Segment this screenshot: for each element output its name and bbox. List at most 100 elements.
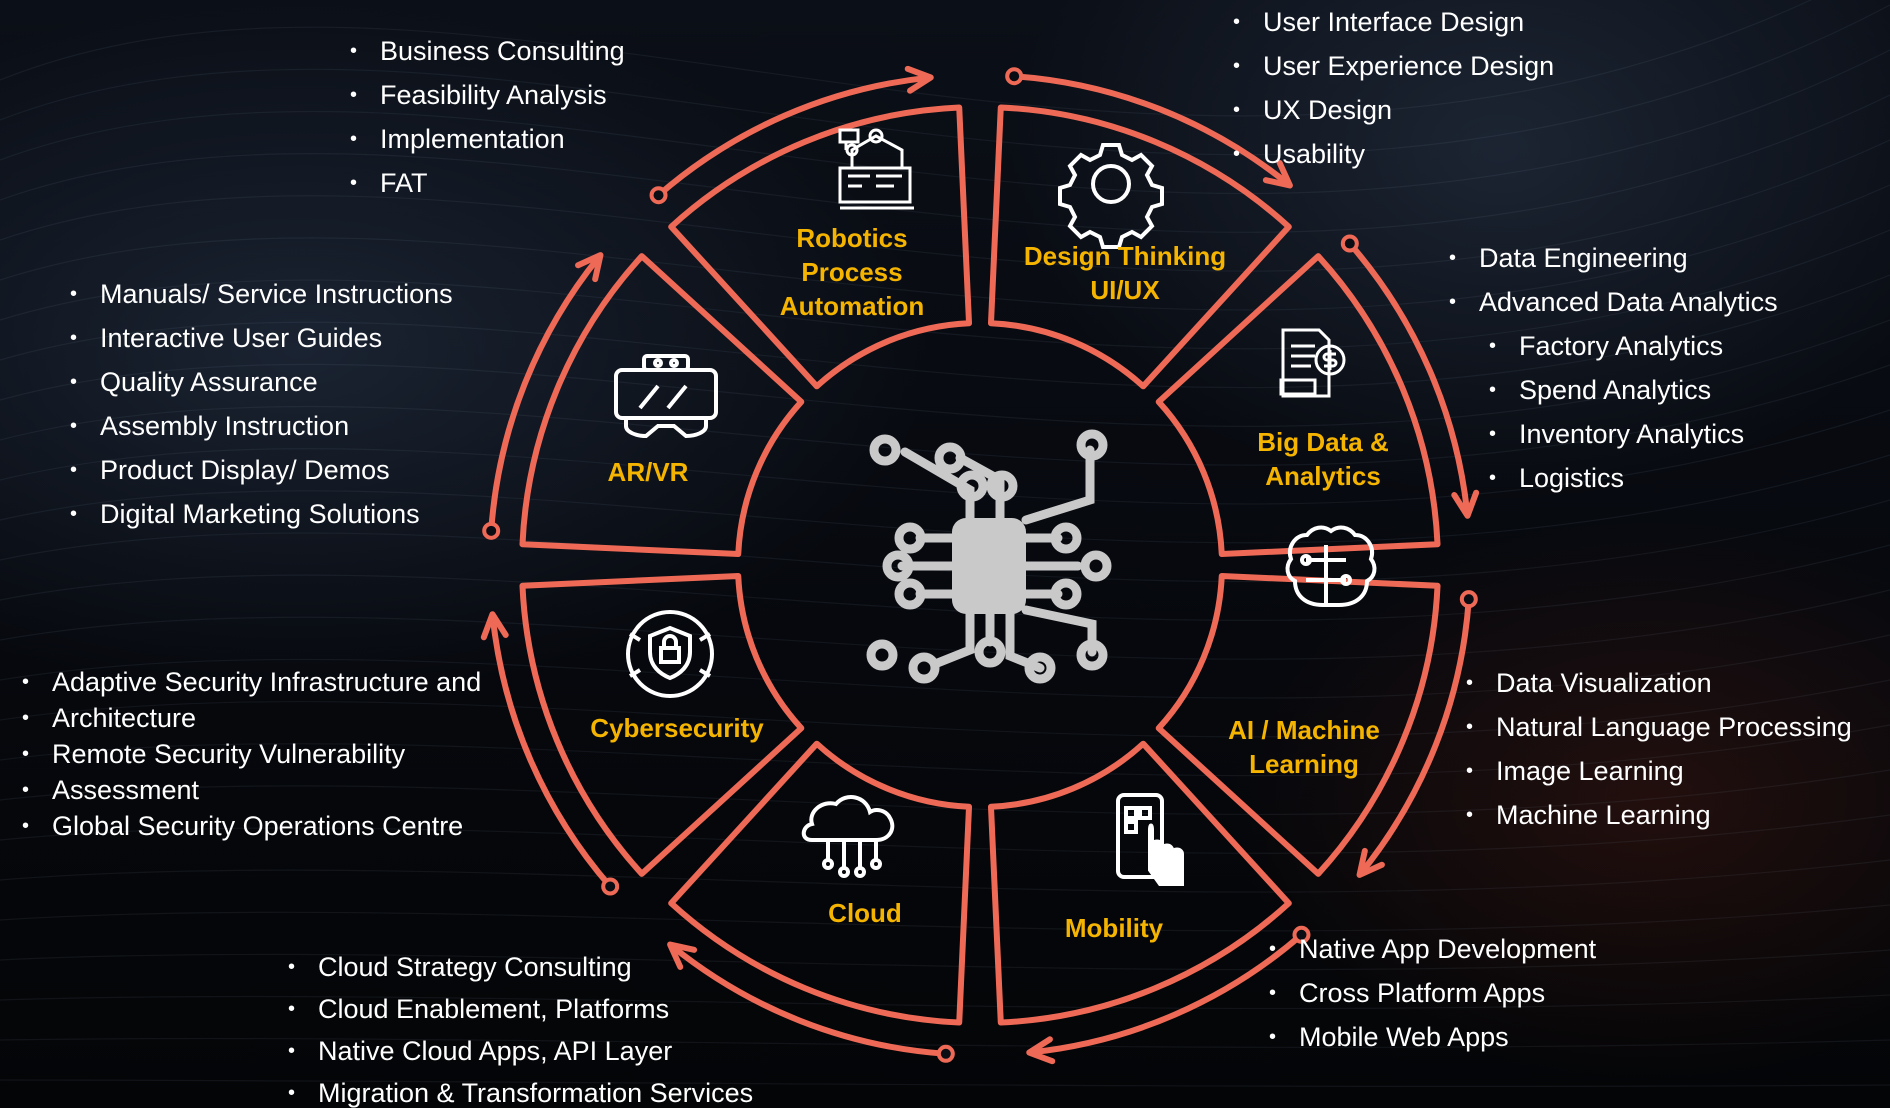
mesh-line <box>0 4 1890 156</box>
mesh-line <box>0 49 1890 195</box>
arrowhead <box>904 65 934 94</box>
segment-label-cloud: Cloud <box>828 898 902 928</box>
list-big-data: Data Engineering Advanced Data Analytics… <box>1445 236 1778 500</box>
phone-touch-icon <box>1116 793 1184 886</box>
arrow-start-dot <box>1459 590 1478 609</box>
list-mobility: Native App Development Cross Platform Ap… <box>1265 927 1596 1059</box>
list-item: Assembly Instruction <box>66 404 453 448</box>
mesh-line <box>0 904 1890 932</box>
segment-cloud <box>668 740 973 1026</box>
list-item: Digital Marketing Solutions <box>66 492 453 536</box>
list-item: Adaptive Security Infrastructure and <box>18 664 481 700</box>
arrow-start-dot <box>482 521 501 540</box>
list-item-continuation: Assessment <box>18 772 481 808</box>
shield-lock-icon <box>626 610 714 698</box>
list-item: Natural Language Processing <box>1462 705 1852 749</box>
list-item: UX Design <box>1229 88 1554 132</box>
list-item: Global Security Operations Centre <box>18 808 481 844</box>
segment-label-ar-vr: AR/VR <box>607 457 689 487</box>
segment-label-mobility: Mobility <box>1064 913 1164 943</box>
list-item: Factory Analytics <box>1485 324 1778 368</box>
list-cloud: Cloud Strategy Consulting Cloud Enableme… <box>284 946 753 1108</box>
arrow-start-dot <box>601 877 620 896</box>
list-item-continuation: Architecture <box>18 700 481 736</box>
segment-label-ai-ml: AI / Machine Learning <box>1228 715 1380 779</box>
segment-bigdata <box>1155 253 1441 558</box>
list-item: Usability <box>1229 132 1554 176</box>
arrow-start-dot <box>936 1044 955 1063</box>
list-item: Business Consulting <box>346 29 625 73</box>
list-item: Machine Learning <box>1462 793 1852 837</box>
list-item: User Experience Design <box>1229 44 1554 88</box>
list-item: Data Visualization <box>1462 661 1852 705</box>
segment-mobility <box>987 740 1292 1026</box>
mesh-line <box>0 544 1890 621</box>
list-item: User Interface Design <box>1229 0 1554 44</box>
list-item: Mobile Web Apps <box>1265 1015 1596 1059</box>
list-item: Native Cloud Apps, API Layer <box>284 1030 753 1072</box>
list-item: Remote Security Vulnerability <box>18 736 481 772</box>
arrowhead <box>575 252 604 283</box>
list-design-thinking: User Interface Design User Experience De… <box>1229 0 1554 176</box>
segment-arvr <box>519 253 805 558</box>
robot-arm-icon <box>838 128 914 210</box>
arrow-start-dot <box>1340 234 1359 253</box>
mesh-line <box>0 589 1890 660</box>
arrowhead <box>1356 847 1385 878</box>
arrow-start-dot <box>1005 67 1024 86</box>
segment-label-rpa: Robotics Process Automation <box>779 223 925 321</box>
gear-icon <box>1058 143 1164 249</box>
list-ar-vr: Manuals/ Service Instructions Interactiv… <box>66 272 453 536</box>
segment-label-design-thinking: Design Thinking UI/UX <box>1023 241 1227 305</box>
list-item: Manuals/ Service Instructions <box>66 272 453 316</box>
list-item: Cloud Strategy Consulting <box>284 946 753 988</box>
report-dollar-icon <box>1279 328 1346 398</box>
list-item: Cross Platform Apps <box>1265 971 1596 1015</box>
list-item: Inventory Analytics <box>1485 412 1778 456</box>
mesh-line <box>0 94 1890 233</box>
flow-arrow <box>1357 596 1472 877</box>
mesh-line <box>0 1079 1890 1087</box>
arrowhead <box>480 611 509 641</box>
cloud-network-icon <box>801 795 895 878</box>
list-item: Advanced Data Analytics <box>1445 280 1778 324</box>
list-item: FAT <box>346 161 625 205</box>
list-cybersecurity: Adaptive Security Infrastructure and Arc… <box>18 664 481 844</box>
arrowhead <box>1026 1036 1056 1065</box>
list-item: Data Engineering <box>1445 236 1778 280</box>
list-ai-ml: Data Visualization Natural Language Proc… <box>1462 661 1852 837</box>
brain-circuit-icon <box>1285 525 1377 607</box>
chip-circuit-icon <box>866 429 1112 684</box>
flow-arrow <box>488 253 603 534</box>
segment-ai <box>1155 572 1441 877</box>
flow-arrow <box>655 74 932 199</box>
list-item: Implementation <box>346 117 625 161</box>
list-item: Product Display/ Demos <box>66 448 453 492</box>
list-item: Native App Development <box>1265 927 1596 971</box>
segment-cyber <box>519 572 805 877</box>
list-item: Image Learning <box>1462 749 1852 793</box>
mesh-line <box>0 0 1812 117</box>
segment-label-cybersecurity: Cybersecurity <box>590 713 764 743</box>
arrow-start-dot <box>649 186 668 205</box>
list-item: Spend Analytics <box>1485 368 1778 412</box>
segment-design <box>987 104 1292 390</box>
segment-rpa <box>668 104 973 390</box>
list-item: Quality Assurance <box>66 360 453 404</box>
list-item: Interactive User Guides <box>66 316 453 360</box>
flow-arrow <box>1346 240 1471 517</box>
list-item: Cloud Enablement, Platforms <box>284 988 753 1030</box>
list-item: Logistics <box>1485 456 1778 500</box>
vr-headset-icon <box>614 354 718 439</box>
flow-arrow <box>1028 931 1305 1056</box>
arrowhead <box>1451 489 1480 519</box>
flow-arrow <box>489 613 614 890</box>
list-item: Migration & Transformation Services <box>284 1072 753 1108</box>
list-rpa: Business Consulting Feasibility Analysis… <box>346 29 625 205</box>
segment-label-big-data: Big Data & Analytics <box>1257 427 1389 491</box>
mesh-line <box>0 859 1890 893</box>
list-item: Feasibility Analysis <box>346 73 625 117</box>
